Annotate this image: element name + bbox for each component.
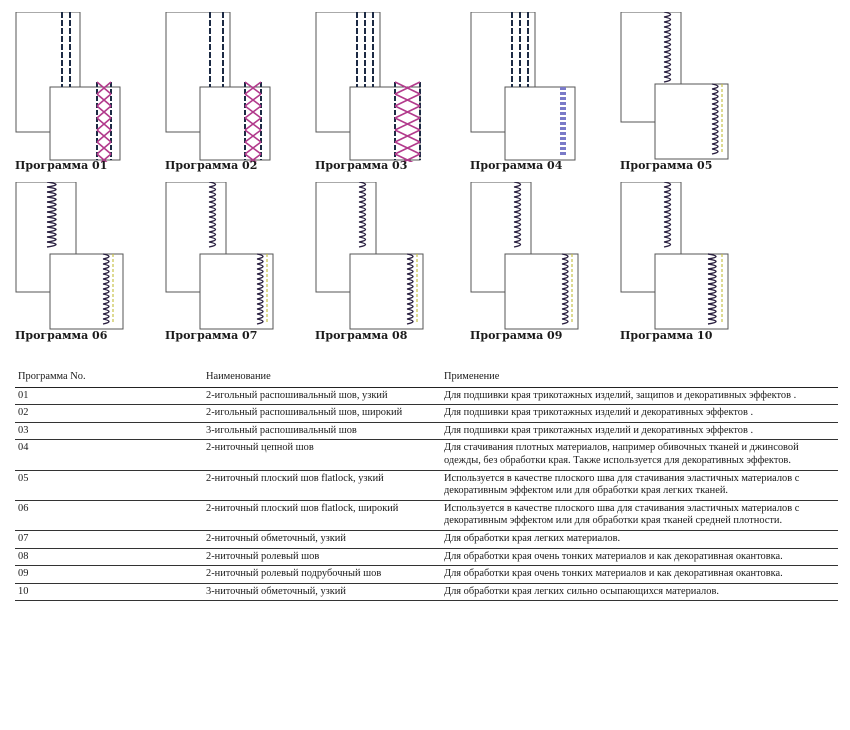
fabric-panel-back	[315, 12, 381, 133]
stitch-pattern	[209, 12, 262, 162]
cell-program-no: 04	[15, 439, 203, 471]
program-caption: Программа 01	[15, 159, 108, 172]
cell-name: 2-ниточный цепной шов	[203, 439, 441, 471]
stitch-illustration	[620, 12, 729, 160]
fabric-panel-front	[49, 86, 121, 161]
program-caption: Программа 10	[620, 329, 713, 342]
cell-program-no: 07	[15, 530, 203, 549]
stitch-illustration	[165, 12, 271, 162]
cell-name: 2-ниточный плоский шов flatlock, широкий	[203, 500, 441, 531]
stitch-pattern	[46, 182, 114, 325]
fabric-panel-front	[654, 83, 729, 160]
stitch-illustration	[470, 182, 579, 330]
stitch-pattern	[663, 12, 723, 155]
stitch-pattern	[358, 182, 418, 325]
header-usage: Применение	[441, 368, 838, 388]
program-caption: Программа 02	[165, 159, 258, 172]
stitch-diagram: Программа 01	[15, 12, 165, 182]
cell-program-no: 06	[15, 500, 203, 531]
fabric-panel-front	[654, 253, 729, 330]
fabric-panel-front	[349, 253, 424, 330]
fabric-panel-front	[49, 253, 124, 330]
cell-name: 3-игольный распошивальный шов	[203, 422, 441, 441]
stitch-diagram: Программа 08	[315, 182, 465, 352]
stitch-illustration	[315, 182, 424, 330]
fabric-panel-back	[315, 182, 377, 293]
cell-name: 2-ниточный ролевый подрубочный шов	[203, 565, 441, 584]
stitch-pattern	[513, 182, 573, 325]
stitch-pattern	[61, 12, 112, 162]
cell-program-no: 02	[15, 404, 203, 423]
stitch-illustration	[315, 12, 421, 162]
cell-usage: Для стачивания плотных материалов, напри…	[441, 439, 838, 471]
fabric-panel-front	[199, 86, 271, 161]
stitch-illustration	[165, 182, 274, 330]
stitch-pattern	[511, 12, 566, 155]
header-name: Наименование	[203, 368, 441, 388]
program-caption: Программа 07	[165, 329, 258, 342]
stitch-pattern	[356, 12, 421, 162]
stitch-illustration	[620, 182, 729, 330]
cell-usage: Для подшивки края трикотажных изделий, з…	[441, 387, 838, 406]
table-header-row: Программа No. Наименование Применение	[15, 368, 838, 388]
fabric-panel-front	[199, 253, 274, 330]
cell-usage: Для обработки края очень тонких материал…	[441, 565, 838, 584]
program-table: Программа No. Наименование Применение 01…	[15, 368, 838, 602]
stitch-diagram: Программа 06	[15, 182, 165, 352]
cell-program-no: 09	[15, 565, 203, 584]
cell-program-no: 08	[15, 548, 203, 567]
header-program-no: Программа No.	[15, 368, 203, 388]
stitch-diagram: Программа 03	[315, 12, 465, 182]
cell-usage: Для подшивки края трикотажных изделий и …	[441, 404, 838, 423]
stitch-diagram: Программа 10	[620, 182, 770, 352]
program-caption: Программа 09	[470, 329, 563, 342]
cell-usage: Для обработки края очень тонких материал…	[441, 548, 838, 567]
cell-name: 2-игольный распошивальный шов, широкий	[203, 404, 441, 423]
stitch-diagram: Программа 07	[165, 182, 315, 352]
cell-usage: Для обработки края легких сильно осыпающ…	[441, 583, 838, 602]
program-caption: Программа 03	[315, 159, 408, 172]
stitch-diagram: Программа 04	[470, 12, 620, 182]
cell-program-no: 10	[15, 583, 203, 602]
cell-program-no: 05	[15, 470, 203, 501]
cell-usage: Используется в качестве плоского шва для…	[441, 470, 838, 501]
program-caption: Программа 04	[470, 159, 563, 172]
cell-usage: Для подшивки края трикотажных изделий и …	[441, 422, 838, 441]
stitch-illustration	[470, 12, 576, 161]
cell-name: 2-ниточный обметочный, узкий	[203, 530, 441, 549]
stitch-illustration	[15, 182, 124, 330]
stitch-diagrams: Программа 01 Программа 02 Программа 03 Прог…	[0, 0, 850, 360]
stitch-diagram: Программа 05	[620, 12, 770, 182]
cell-name: 2-игольный распошивальный шов, узкий	[203, 387, 441, 406]
program-caption: Программа 05	[620, 159, 713, 172]
cell-usage: Используется в качестве плоского шва для…	[441, 500, 838, 531]
cell-name: 2-ниточный ролевый шов	[203, 548, 441, 567]
program-caption: Программа 06	[15, 329, 108, 342]
cell-usage: Для обработки края легких материалов.	[441, 530, 838, 549]
stitch-pattern	[663, 182, 723, 325]
fabric-panel-front	[504, 253, 579, 330]
stitch-diagram: Программа 02	[165, 12, 315, 182]
stitch-pattern	[208, 182, 268, 325]
stitch-illustration	[15, 12, 121, 162]
stitch-diagram: Программа 09	[470, 182, 620, 352]
cell-name: 3-ниточный обметочный, узкий	[203, 583, 441, 602]
program-caption: Программа 08	[315, 329, 408, 342]
cell-name: 2-ниточный плоский шов flatlock, узкий	[203, 470, 441, 501]
cell-program-no: 01	[15, 387, 203, 406]
cell-program-no: 03	[15, 422, 203, 441]
